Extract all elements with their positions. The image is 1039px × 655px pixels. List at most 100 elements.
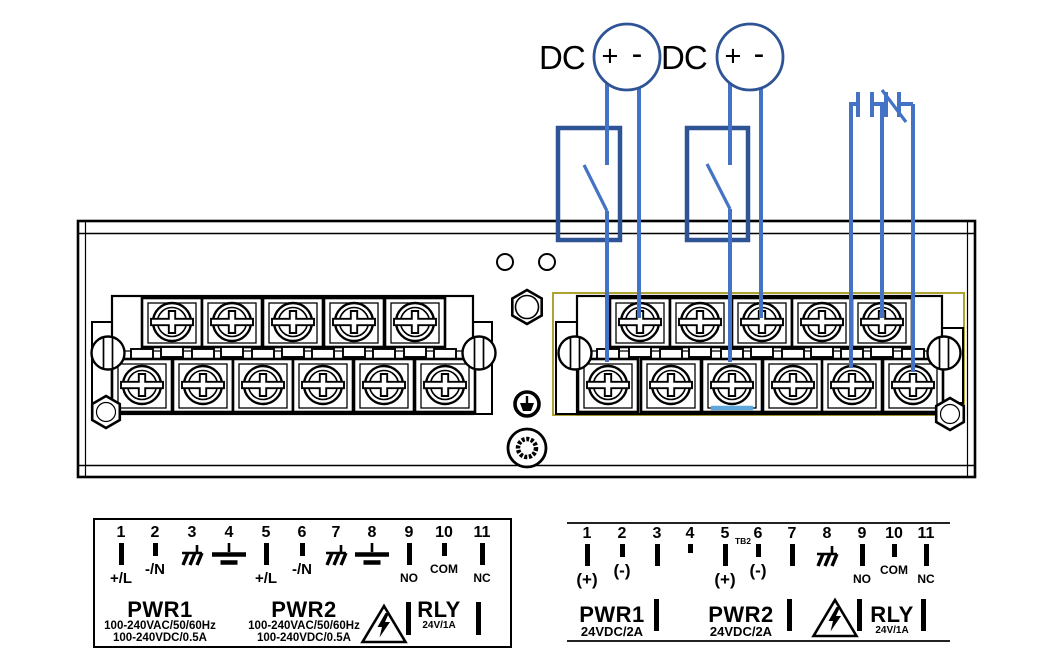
pin-number: 6 (753, 525, 763, 542)
pin-column-11: 11 NC (894, 526, 958, 587)
pin-column-10: 10 COM (412, 525, 476, 577)
terminal-bar-icon (118, 543, 124, 571)
dc2-plus-sign: + (724, 40, 742, 73)
pwr1-rating: 24VDC/2A (580, 624, 644, 639)
pwr2-rating-line2: 100-240VDC/0.5A (257, 632, 351, 644)
pin-column-6: 6 (-) (726, 525, 790, 580)
hex-nut-icon (934, 396, 966, 432)
terminal-bar-icon (406, 543, 412, 571)
section-divider (921, 599, 926, 631)
pwr1-title: PWR1 (579, 602, 645, 627)
terminal-bar-icon (152, 543, 158, 571)
earth-ground-icon (210, 543, 248, 571)
pin-number: 3 (187, 524, 197, 541)
pin-column-8: 8 (340, 525, 404, 571)
pin-number: 4 (224, 524, 234, 541)
pin-number: 1 (582, 525, 592, 542)
pin-number: 2 (617, 525, 627, 542)
pwr2-section: PWR2 100-240VAC/50/60Hz 100-240VDC/0.5A (248, 597, 360, 645)
pwr2-title: PWR2 (271, 597, 337, 622)
breaker-box-1 (555, 125, 623, 243)
grounding-knob-icon (506, 427, 548, 469)
pin-label: NC (473, 571, 491, 585)
pin-number: 2 (150, 524, 160, 541)
section-divider (787, 599, 792, 631)
earth-terminal-icon (513, 390, 541, 418)
terminal-bar-icon (584, 544, 590, 572)
wire-relay-no (849, 102, 858, 368)
pwr1-rating-line1: 100-240VAC/50/60Hz (104, 620, 216, 632)
pin-column-8: 8 (795, 526, 859, 572)
pin-column-7: 7 (304, 525, 368, 571)
pin-label: COM (430, 562, 458, 576)
high-voltage-warning-icon (811, 597, 859, 638)
pin-column-1: 1 (+) (555, 525, 619, 589)
pin-label: (+) (576, 570, 598, 589)
tb2-label: TB2 (734, 536, 752, 546)
pwr1-title: PWR1 (127, 597, 193, 622)
breaker-switch-blade-1 (582, 164, 609, 212)
pin-column-4: 4 (197, 525, 261, 571)
rly-section: RLY 24V/1A (417, 599, 460, 632)
pin-label: -/N (292, 561, 312, 578)
pin-number: 5 (720, 525, 730, 542)
pin-number: 8 (822, 525, 832, 542)
pwr2-rating-line1: 100-240VAC/50/60Hz (248, 620, 360, 632)
hex-bolt-icon (510, 288, 544, 326)
dc-source-2-circle (715, 22, 785, 92)
chassis-ground-icon (180, 543, 204, 571)
terminal-bar-icon (923, 544, 929, 572)
dc1-minus-sign: - (631, 35, 643, 72)
mount-screw-icon (90, 335, 126, 371)
pin-label: NC (917, 572, 935, 586)
pin-column-4: 4 (658, 526, 722, 572)
dc2-minus-sign: - (753, 35, 765, 72)
relay-contact-symbols (849, 89, 915, 372)
pin-number: 1 (116, 524, 126, 541)
panel-hole-icon (496, 253, 514, 271)
pin-column-6: 6 -/N (270, 525, 334, 578)
pin-number: 10 (885, 525, 903, 542)
dc-source-1-circle (592, 22, 662, 92)
section-divider (654, 599, 659, 631)
pin-label: (+) (714, 570, 736, 589)
pin-label: COM (880, 563, 908, 577)
terminal-bar-icon (619, 544, 625, 572)
terminal-bar-icon (479, 543, 485, 571)
pin-column-10: 10 COM (862, 526, 926, 578)
pin-column-3: 3 (625, 526, 689, 572)
breaker-switch-blade-2 (705, 163, 732, 210)
section-divider (857, 599, 862, 631)
chassis-ground-icon (324, 543, 348, 571)
pin-column-5: 5 (+) (693, 525, 757, 589)
terminal-bar-icon (755, 544, 761, 572)
pwr2-title: PWR2 (708, 602, 774, 627)
pin-label: NO (853, 572, 871, 586)
pin-number: 8 (367, 524, 377, 541)
pin-label: +/L (254, 570, 278, 587)
rly-rating: 24V/1A (422, 620, 456, 631)
rly-section: RLY 24V/1A (870, 604, 913, 637)
pin-column-1: 1 +/L (89, 524, 153, 587)
panel-hole-icon (538, 253, 556, 271)
pwr2-section: PWR2 24VDC/2A (708, 604, 774, 639)
pin-number: 5 (261, 524, 271, 541)
earth-ground-icon (353, 543, 391, 571)
terminal-bar-icon (654, 544, 660, 572)
rly-title: RLY (417, 597, 461, 622)
mount-screw-icon (926, 335, 962, 371)
chassis-ground-icon (815, 544, 839, 572)
high-voltage-warning-icon (360, 603, 408, 644)
pin-label: NO (400, 571, 418, 585)
pin-number: 11 (917, 525, 935, 542)
terminal-label-table-right: TB2 1 (+) 2 (-) 3 4 5 (+) 6 (-) (567, 522, 950, 642)
pin-column-3: 3 (160, 525, 224, 571)
mount-screw-icon (461, 335, 497, 371)
terminal-bar-icon (299, 543, 305, 571)
dc1-plus-sign: + (601, 40, 619, 73)
pin-number: 3 (652, 525, 662, 542)
pin-column-7: 7 (760, 526, 824, 572)
rly-title: RLY (870, 602, 914, 627)
pin-column-5: 5 +/L (234, 524, 298, 587)
